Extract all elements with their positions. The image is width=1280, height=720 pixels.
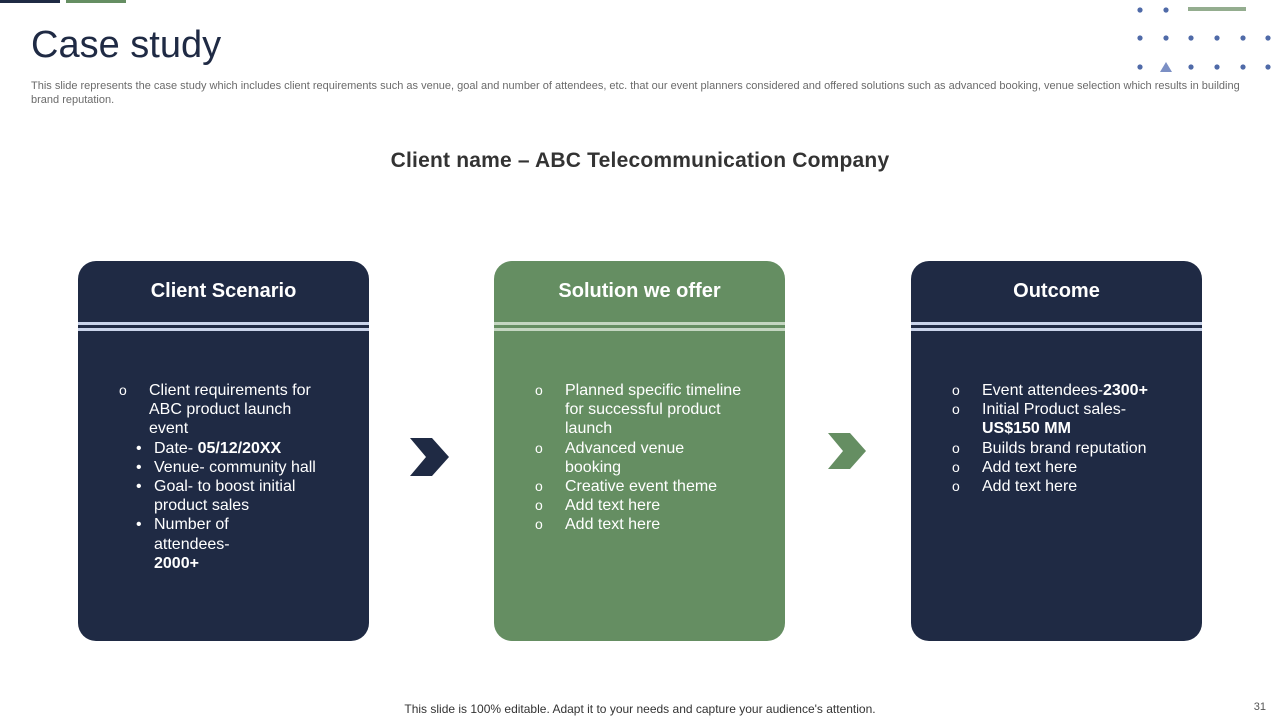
circle-bullet-icon: o xyxy=(952,478,960,495)
outcome-card: Outcome o Event attendees-2300+ o Initia… xyxy=(911,261,1202,641)
list-item: o Add text here xyxy=(952,458,1167,477)
outcome-body: o Event attendees-2300+ o Initial Produc… xyxy=(952,381,1167,496)
list-item: o Add text here xyxy=(535,496,750,515)
venue-text: Venue- community hall xyxy=(154,458,316,476)
circle-bullet-icon: o xyxy=(535,439,543,456)
goal-text: Goal- to boost initial product sales xyxy=(154,478,296,515)
solution-item-text: Advanced venue booking xyxy=(565,439,685,476)
chevron-right-icon xyxy=(828,433,866,469)
attendees-label: Number of attendees- xyxy=(154,516,230,553)
list-item: o Client requirements for ABC product la… xyxy=(119,381,319,439)
attendees-label: Event attendees- xyxy=(982,382,1103,399)
attendees-value: 2300+ xyxy=(1102,382,1148,399)
outcome-item-text: Builds brand reputation xyxy=(982,439,1147,457)
list-item: o Advanced venue booking xyxy=(535,439,685,477)
list-item: o Add text here xyxy=(535,515,750,534)
circle-bullet-icon: o xyxy=(535,497,543,514)
client-scenario-card: Client Scenario o Client requirements fo… xyxy=(78,261,369,641)
chevron-right-icon xyxy=(410,438,449,476)
list-item: • Goal- to boost initial product sales xyxy=(136,477,319,515)
card-divider-lines xyxy=(494,321,785,333)
list-item: • Venue- community hall xyxy=(136,458,319,477)
solution-title: Solution we offer xyxy=(558,279,721,302)
sales-value: US$150 MM xyxy=(982,420,1071,438)
circle-bullet-icon: o xyxy=(952,382,960,398)
sales-label: Initial Product sales- xyxy=(982,401,1127,419)
list-item: o Builds brand reputation xyxy=(952,439,1167,458)
list-item: o Add text here xyxy=(952,477,1167,496)
dot-grid-decoration xyxy=(1137,7,1271,72)
outcome-title: Outcome xyxy=(1013,279,1100,302)
solution-item-text: Add text here xyxy=(565,497,661,515)
client-name-heading: Client name – ABC Telecommunication Comp… xyxy=(390,149,890,172)
list-item: • Date- 05/12/20XX xyxy=(136,439,319,458)
attendees-value: 2000+ xyxy=(154,554,199,572)
circle-bullet-icon: o xyxy=(119,382,127,398)
circle-bullet-icon: o xyxy=(535,516,543,533)
page-title: Case study xyxy=(31,24,222,66)
dot-bullet-icon: • xyxy=(136,439,142,457)
date-value: 05/12/20XX xyxy=(197,439,282,457)
client-scenario-title: Client Scenario xyxy=(150,279,297,302)
card-divider-lines xyxy=(911,321,1202,333)
dot-bullet-icon: • xyxy=(136,478,142,496)
list-item: o Event attendees-2300+ xyxy=(952,381,1167,400)
circle-bullet-icon: o xyxy=(952,439,960,456)
dot-bullet-icon: • xyxy=(136,516,142,534)
solution-card: Solution we offer o Planned specific tim… xyxy=(494,261,785,641)
dot-bullet-icon: • xyxy=(136,458,142,476)
circle-bullet-icon: o xyxy=(952,401,960,418)
footer-note: This slide is 100% editable. Adapt it to… xyxy=(404,702,876,716)
list-item: o Creative event theme xyxy=(535,477,750,496)
client-scenario-body: o Client requirements for ABC product la… xyxy=(119,381,319,573)
circle-bullet-icon: o xyxy=(535,382,543,398)
circle-bullet-icon: o xyxy=(952,458,960,475)
list-item: • Number of attendees- 2000+ xyxy=(136,515,276,573)
outcome-item-text: Add text here xyxy=(982,478,1078,496)
requirement-text: Client requirements for ABC product laun… xyxy=(149,382,311,438)
solution-item-text: Add text here xyxy=(565,516,661,534)
date-label: Date- xyxy=(154,439,198,457)
top-accent-bar-dark xyxy=(0,0,60,3)
solution-item-text: Creative event theme xyxy=(565,478,718,496)
solution-body: o Planned specific timeline for successf… xyxy=(535,381,750,535)
page-subtitle: This slide represents the case study whi… xyxy=(31,80,1240,106)
outcome-item-text: Add text here xyxy=(982,458,1078,476)
list-item: o Planned specific timeline for successf… xyxy=(535,381,750,439)
solution-item-text: Planned specific timeline for successful… xyxy=(565,382,742,438)
list-item: o Initial Product sales-US$150 MM xyxy=(952,400,1137,438)
circle-bullet-icon: o xyxy=(535,478,543,495)
page-number: 31 xyxy=(1253,701,1266,713)
card-divider-lines xyxy=(78,321,369,333)
top-accent-bar-green xyxy=(66,0,126,3)
